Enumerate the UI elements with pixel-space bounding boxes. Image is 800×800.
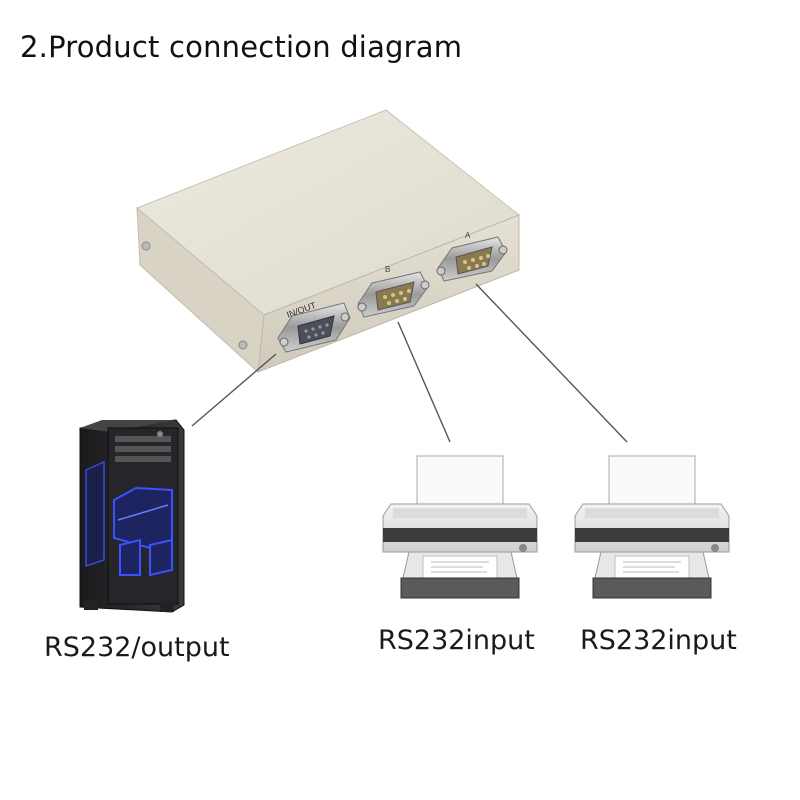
computer-tower-icon bbox=[79, 419, 185, 613]
computer-label: RS232/output bbox=[44, 632, 230, 663]
printer-a-label: RS232input bbox=[580, 625, 737, 656]
svg-text:A: A bbox=[465, 231, 471, 240]
diagram-title: 2.Product connection diagram bbox=[20, 30, 463, 64]
db9-port-b: B bbox=[357, 265, 430, 318]
printer-b-icon bbox=[382, 455, 538, 599]
cable-printer-a bbox=[475, 283, 628, 443]
db9-port-a: A bbox=[436, 231, 508, 282]
switch-box: IN/OUT B A bbox=[136, 109, 520, 374]
db9-port-inout: IN/OUT bbox=[277, 300, 351, 353]
printer-b-label: RS232input bbox=[378, 625, 535, 656]
svg-text:B: B bbox=[385, 265, 390, 274]
screw-icon bbox=[141, 241, 151, 251]
printer-a-icon bbox=[574, 455, 730, 599]
cable-printer-b bbox=[397, 321, 451, 443]
screw-icon bbox=[238, 340, 248, 350]
cable-computer bbox=[191, 353, 277, 427]
